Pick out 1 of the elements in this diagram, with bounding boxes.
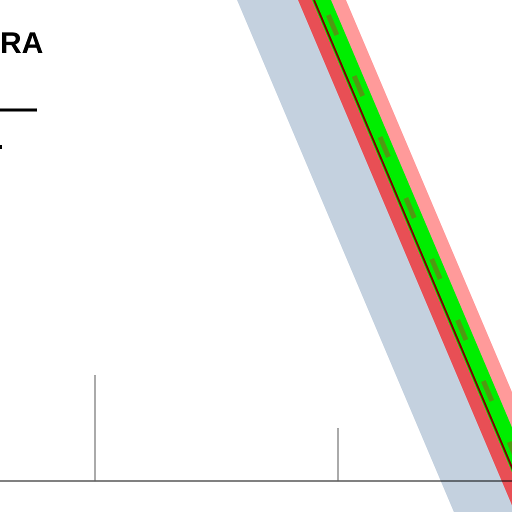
heading-text: RA	[0, 29, 44, 59]
